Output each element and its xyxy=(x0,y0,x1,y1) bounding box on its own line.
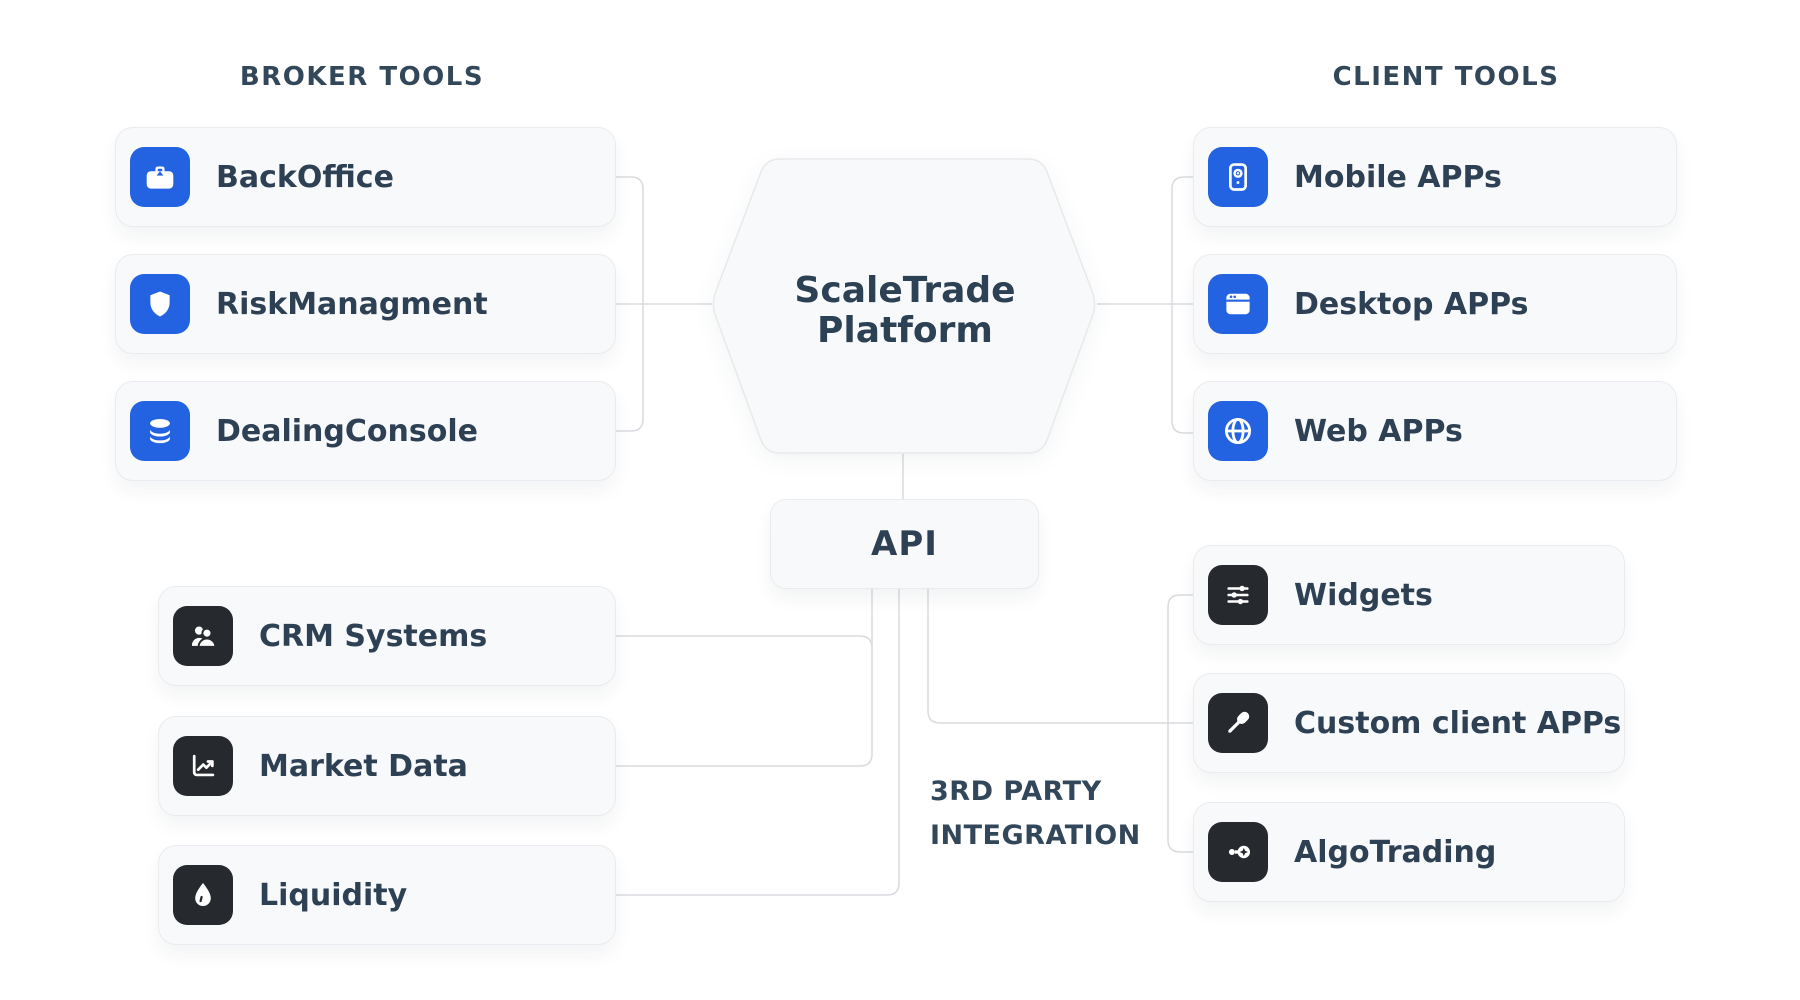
eyedropper-icon xyxy=(1208,693,1268,753)
shield-icon xyxy=(130,274,190,334)
node-label: Liquidity xyxy=(259,877,408,913)
platform-title-line2: Platform xyxy=(817,310,993,351)
node-label: Widgets xyxy=(1294,577,1433,613)
node-riskmanagment: RiskManagment xyxy=(115,254,616,354)
edge-api-to-liquidity xyxy=(616,587,900,896)
edge-api-to-marketdata xyxy=(616,587,873,767)
edge-api-to-customapps xyxy=(927,587,1193,724)
client-tools-heading: CLIENT TOOLS xyxy=(1332,62,1560,92)
node-desktop-apps: Desktop APPs xyxy=(1193,254,1677,354)
node-backoffice: BackOffice xyxy=(115,127,616,227)
node-label: Desktop APPs xyxy=(1294,286,1529,322)
node-custom-client-apps: Custom client APPs xyxy=(1193,673,1625,773)
third-party-line1: 3RD PARTY xyxy=(930,776,1102,807)
key-icon xyxy=(1208,822,1268,882)
node-mobile-apps: Mobile APPs xyxy=(1193,127,1677,227)
third-party-integration-label: 3RD PARTY INTEGRATION xyxy=(930,770,1141,858)
node-label: CRM Systems xyxy=(259,618,488,654)
node-dealingconsole: DealingConsole xyxy=(115,381,616,481)
browser-window-icon xyxy=(1208,274,1268,334)
node-crm-systems: CRM Systems xyxy=(158,586,616,686)
droplet-icon xyxy=(173,865,233,925)
node-widgets: Widgets xyxy=(1193,545,1625,645)
node-web-apps: Web APPs xyxy=(1193,381,1677,481)
edge-client-vertical xyxy=(1171,176,1193,434)
briefcase-icon xyxy=(130,147,190,207)
platform-title-line1: ScaleTrade xyxy=(794,270,1016,311)
node-label: Web APPs xyxy=(1294,413,1463,449)
api-node: API xyxy=(770,499,1039,589)
broker-tools-heading: BROKER TOOLS xyxy=(239,62,485,92)
platform-title: ScaleTrade Platform xyxy=(712,271,1098,351)
node-liquidity: Liquidity xyxy=(158,845,616,945)
node-label: Market Data xyxy=(259,748,468,784)
node-label: BackOffice xyxy=(216,159,394,195)
third-party-line2: INTEGRATION xyxy=(930,820,1141,851)
smartphone-icon xyxy=(1208,147,1268,207)
node-label: RiskManagment xyxy=(216,286,488,322)
node-algotrading: AlgoTrading xyxy=(1193,802,1625,902)
edge-widgets-algotrading-vertical xyxy=(1167,594,1193,853)
database-icon xyxy=(130,401,190,461)
node-market-data: Market Data xyxy=(158,716,616,816)
sliders-icon xyxy=(1208,565,1268,625)
api-label: API xyxy=(871,524,938,564)
node-label: Custom client APPs xyxy=(1294,705,1622,741)
trend-chart-icon xyxy=(173,736,233,796)
node-label: AlgoTrading xyxy=(1294,834,1497,870)
globe-icon xyxy=(1208,401,1268,461)
users-icon xyxy=(173,606,233,666)
edge-crm-to-api xyxy=(616,635,873,649)
node-label: Mobile APPs xyxy=(1294,159,1502,195)
node-label: DealingConsole xyxy=(216,413,478,449)
